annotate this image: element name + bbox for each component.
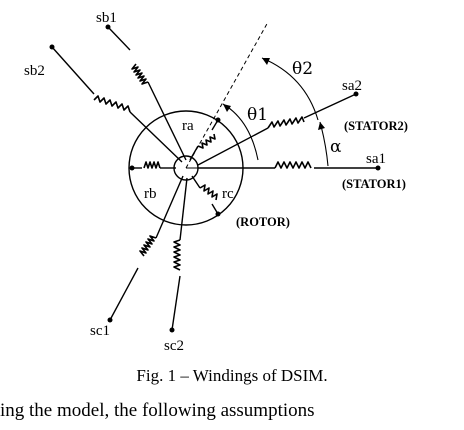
theta2-arc <box>261 57 319 121</box>
label-sc2: sc2 <box>164 338 184 354</box>
label-rc: rc <box>222 186 234 202</box>
label-rb: rb <box>144 186 157 202</box>
label-stator2: (STATOR2) <box>344 119 408 133</box>
body-text-cutoff: ing the model, the following assumptions <box>0 400 315 421</box>
label-sa2: sa2 <box>342 78 362 94</box>
stator2-phase-b-winding <box>49 44 183 163</box>
label-theta2: θ2 <box>292 59 313 79</box>
figure-caption: Fig. 1 – Windings of DSIM. <box>136 366 328 385</box>
label-sa1: sa1 <box>366 151 386 167</box>
stator1-phase-b-winding <box>105 24 187 161</box>
label-stator1: (STATOR1) <box>342 177 406 191</box>
label-theta1: θ1 <box>247 105 268 125</box>
rotor-phase-a-winding <box>189 117 221 161</box>
label-sb1: sb1 <box>96 10 117 26</box>
stator2-phase-c-winding <box>169 177 188 333</box>
theta1-arc <box>222 103 259 161</box>
stator1-phase-c-winding <box>107 175 184 323</box>
label-rotor: (ROTOR) <box>236 215 290 229</box>
label-sb2: sb2 <box>24 63 45 79</box>
rotor-phase-c-winding <box>191 175 221 217</box>
stator2-phase-a-winding <box>197 91 359 166</box>
label-sc1: sc1 <box>90 323 110 339</box>
alpha-arc <box>318 121 329 167</box>
rotor-phase-b-winding <box>129 161 176 171</box>
label-ra: ra <box>182 118 194 134</box>
label-alpha: α <box>330 137 342 157</box>
stator1-phase-a-winding <box>198 161 381 171</box>
